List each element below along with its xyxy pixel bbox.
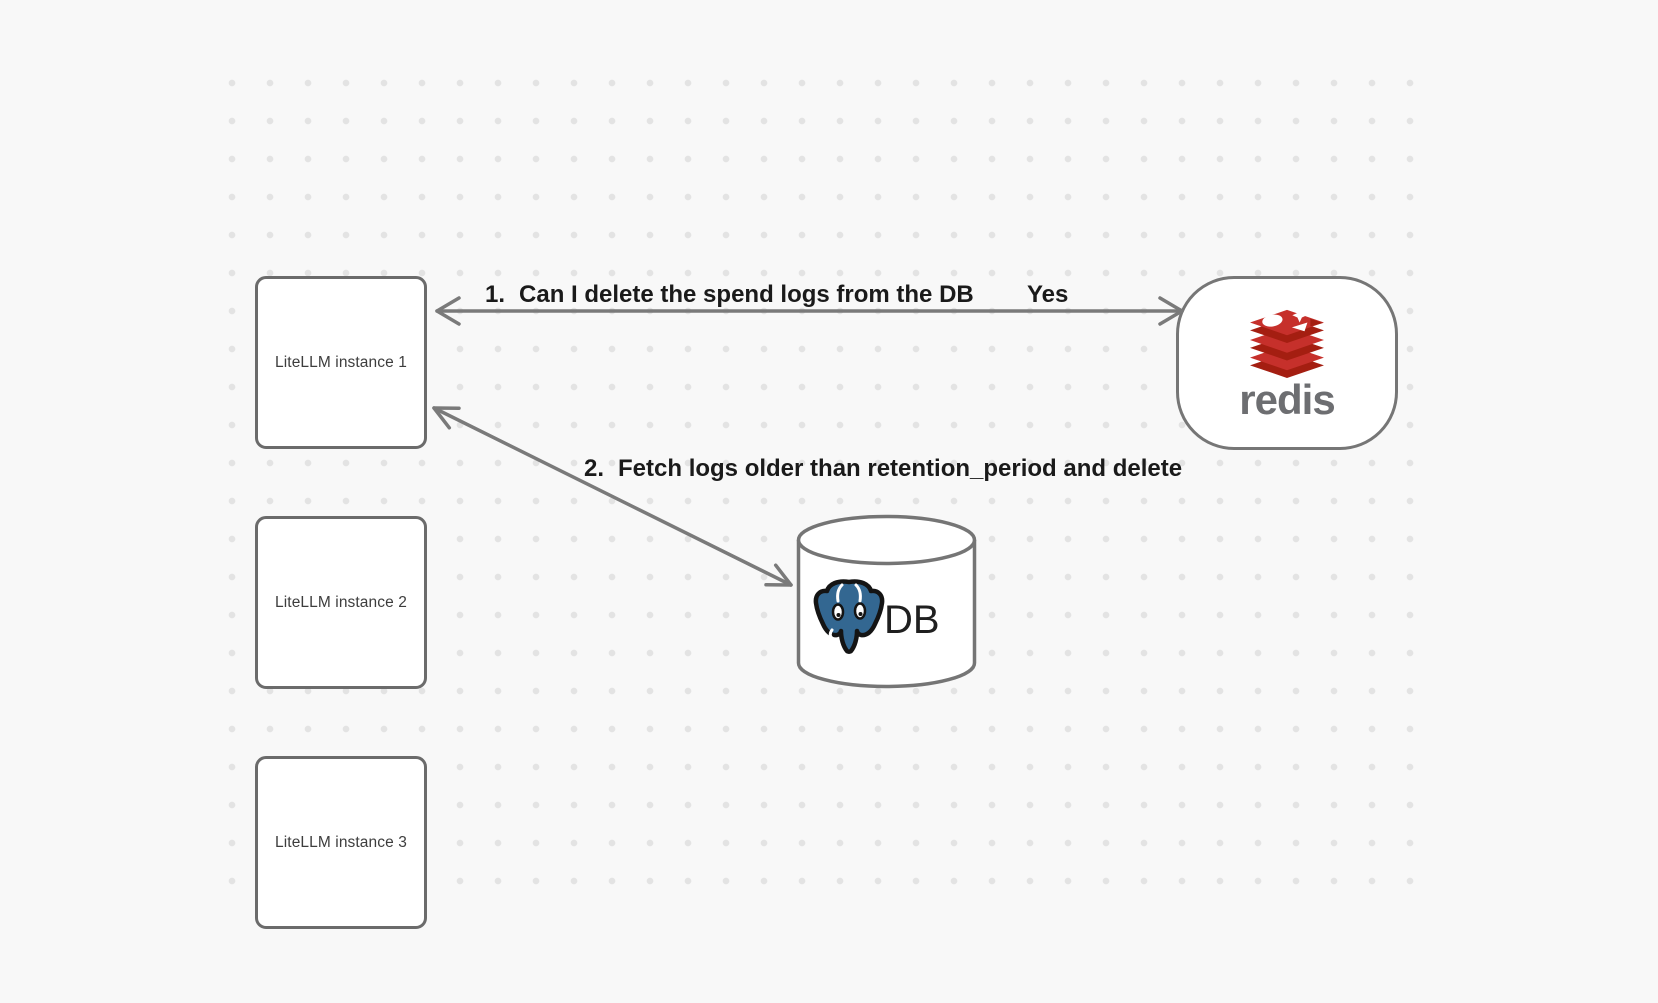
edge-1-response-text: Yes <box>1027 281 1069 308</box>
edge-1-text: Can I delete the spend logs from the DB <box>519 281 974 308</box>
edge-2-label[interactable]: 2. Fetch logs older than retention_period… <box>584 455 1182 483</box>
redis-stack-icon <box>1250 307 1324 378</box>
postgresql-elephant-icon <box>813 579 885 654</box>
litellm-instance-1-label: LiteLLM instance 1 <box>275 353 407 371</box>
database-cylinder-icon <box>796 514 977 689</box>
database-node[interactable]: DB <box>796 514 977 692</box>
litellm-instance-1-node[interactable]: LiteLLM instance 1 <box>255 276 427 449</box>
redis-wordmark: redis <box>1239 375 1335 423</box>
litellm-instance-3-label: LiteLLM instance 3 <box>275 833 407 851</box>
edge-1-label[interactable]: 1. Can I delete the spend logs from the D… <box>485 281 974 309</box>
redis-node[interactable]: redis <box>1176 276 1398 450</box>
litellm-instance-3-node[interactable]: LiteLLM instance 3 <box>255 756 427 929</box>
database-label: DB <box>884 598 940 642</box>
edge-1-number: 1. <box>485 281 506 308</box>
litellm-instance-2-label: LiteLLM instance 2 <box>275 593 407 611</box>
litellm-instance-2-node[interactable]: LiteLLM instance 2 <box>255 516 427 689</box>
edge-2-text: Fetch logs older than retention_period a… <box>618 455 1183 482</box>
edge-1-response[interactable]: Yes <box>1027 281 1068 309</box>
edge-2-number: 2. <box>584 455 605 482</box>
